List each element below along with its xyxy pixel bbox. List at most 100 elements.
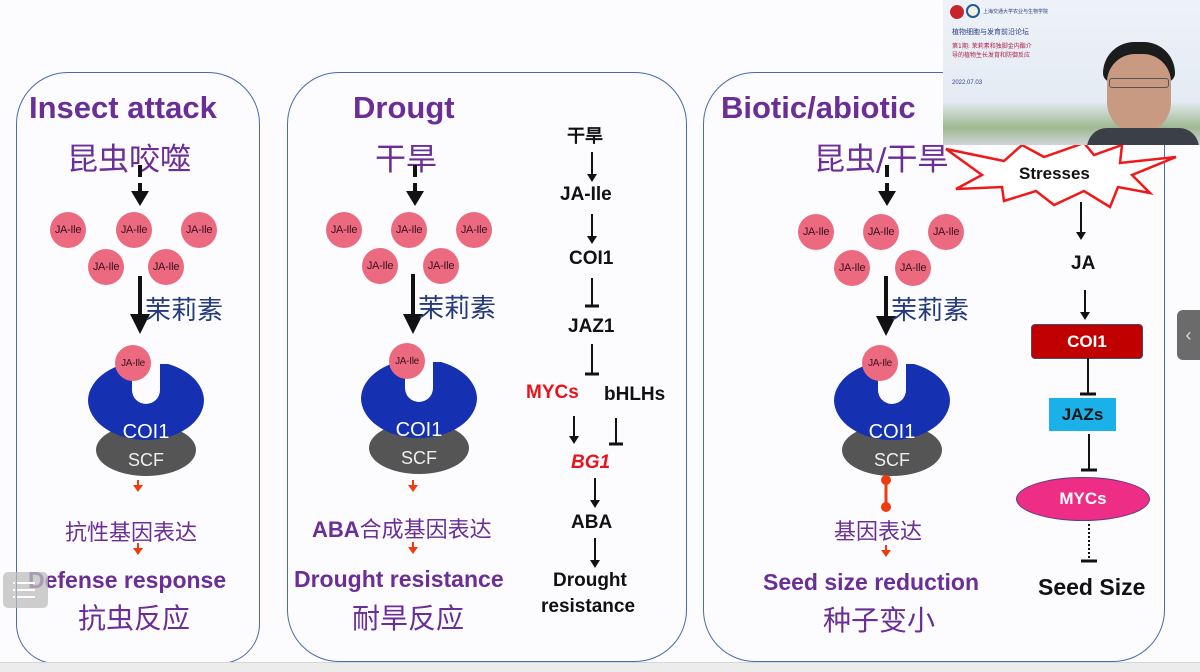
menu-line (17, 589, 35, 591)
menu-line (17, 596, 35, 598)
panel1-outcome-cn: 抗虫反应 (78, 602, 191, 635)
webcam-date: 2022.07.03 (952, 80, 983, 86)
pathway-arrow (1080, 290, 1090, 320)
aba-prefix: ABA (312, 517, 360, 542)
side-panel-toggle[interactable]: ‹ (1177, 310, 1200, 360)
panel1-jasmonate-label: 茉莉素 (145, 296, 224, 326)
webcam-forum-title: 植物细胞与发育前沿论坛 (952, 28, 1029, 36)
college-logo-icon (966, 4, 980, 18)
red-arrow-icon (408, 542, 418, 554)
ja-ile-molecule: JA-Ile (928, 214, 964, 250)
jazs-box-label: JAZs (1061, 404, 1104, 424)
panel-biotic-abiotic (703, 72, 1165, 662)
pathway-seed-size: Seed Size (1038, 574, 1146, 600)
panel3-title-en: Biotic/abiotic (721, 90, 916, 125)
panel-drought (287, 72, 687, 662)
mycs-ellipse-label: MYCs (1059, 489, 1107, 508)
panel2-outcome-cn: 耐旱反应 (352, 602, 465, 635)
pathway-ja: JA (1071, 253, 1096, 274)
red-arrow-icon (881, 545, 891, 557)
bound-ja-ile-molecule: JA-Ile (115, 345, 151, 381)
pathway-stresses: Stresses (1019, 164, 1090, 183)
panel3-outcome-cn: 种子变小 (823, 604, 936, 637)
presenter-face (1107, 54, 1171, 134)
pathway-ja-ile: JA-Ile (560, 184, 612, 205)
coi1-box: COI1 (1031, 324, 1143, 359)
panel1-title-en: Insect attack (29, 90, 217, 125)
webcam-overlay: 上海交通大学农业与生物学院 植物细胞与发育前沿论坛 第1期: 茉莉素和独脚金内酯… (943, 0, 1200, 145)
ja-ile-molecule: JA-Ile (391, 212, 427, 248)
scf-label: SCF (874, 450, 910, 470)
panel3-dashed-arrow (878, 165, 896, 206)
ja-ile-molecule: JA-Ile (88, 249, 124, 285)
panel2-gene-expression: ABA合成基因表达 (312, 512, 492, 544)
presenter-glasses (1109, 78, 1169, 88)
ja-ile-molecule: JA-Ile (362, 248, 398, 284)
menu-dot (13, 589, 15, 591)
pathway-coi1: COI1 (569, 248, 614, 269)
ja-ile-molecule: JA-Ile (798, 214, 834, 250)
panel2-down-arrow (403, 274, 423, 334)
ja-ile-molecule: JA-Ile (116, 212, 152, 248)
ja-ile-molecule: JA-Ile (456, 212, 492, 248)
ja-ile-molecule: JA-Ile (181, 212, 217, 248)
red-dumbbell-connector (881, 475, 891, 512)
stress-starburst-icon (945, 141, 1177, 209)
bound-ja-ile-molecule: JA-Ile (862, 345, 898, 381)
pathway-arrow (587, 214, 597, 244)
panel1-title-cn: 昆虫咬噬 (67, 142, 191, 178)
coi1-label: COI1 (869, 421, 916, 443)
pathway-jaz1: JAZ1 (568, 316, 615, 337)
ja-ile-molecule: JA-Ile (50, 212, 86, 248)
chevron-left-icon: ‹ (1185, 324, 1192, 345)
coi1-box-label: COI1 (1067, 331, 1107, 351)
webcam-school-name: 上海交通大学农业与生物学院 (983, 9, 1049, 15)
ja-ile-molecule: JA-Ile (834, 250, 870, 286)
jazs-box: JAZs (1049, 398, 1116, 431)
pathway-inhibit (585, 278, 599, 308)
pathway-inhibit (1080, 358, 1096, 396)
pathway-arrow (590, 538, 600, 568)
scf-label: SCF (128, 450, 164, 470)
ja-ile-molecule: JA-Ile (326, 212, 362, 248)
panel1-outcome-en: Defense response (28, 567, 227, 593)
panel2-jasmonate-label: 茉莉素 (418, 294, 497, 324)
pathway-arrow (569, 416, 579, 444)
pathway-result-line1: Drought (553, 570, 627, 591)
pathway-bg1: BG1 (571, 452, 611, 473)
panel2-title-en: Drougt (353, 90, 455, 125)
menu-list-button[interactable] (3, 572, 48, 608)
pathway-dotted-inhibit (1081, 524, 1097, 563)
menu-dot (13, 596, 15, 598)
panel2-dashed-arrow (406, 165, 424, 206)
presenter-shirt (1087, 128, 1199, 145)
panel1-coi1-scf-complex: COI1 SCF (88, 364, 204, 476)
panel2-outcome-en: Drought resistance (294, 566, 504, 592)
pathway-mycs: MYCs (526, 382, 579, 403)
pathway-aba: ABA (571, 512, 613, 533)
ja-ile-molecule: JA-Ile (423, 248, 459, 284)
menu-line (17, 582, 35, 584)
university-logo-icon (949, 4, 965, 20)
presenter-video (1087, 40, 1199, 145)
coi1-label: COI1 (123, 421, 170, 443)
panel3-outcome-en: Seed size reduction (763, 569, 980, 595)
mycs-ellipse: MYCs (1016, 477, 1150, 521)
pathway-inhibit (609, 418, 623, 446)
bottom-strip (0, 662, 1200, 672)
ja-ile-molecule: JA-Ile (895, 250, 931, 286)
pathway-inhibit (585, 344, 599, 376)
menu-list-icon (13, 582, 15, 584)
panel3-title-cn: 昆虫/干旱 (814, 142, 949, 178)
gene-expression-suffix: 合成基因表达 (359, 518, 492, 543)
panel3-down-arrow (876, 276, 896, 336)
panel2-title-cn: 干旱 (375, 142, 437, 178)
red-arrow-icon (133, 543, 143, 555)
panel1-down-arrow (130, 276, 150, 334)
panel2-coi1-scf-complex: COI1 SCF (361, 362, 477, 474)
pathway-arrow (1076, 202, 1086, 240)
bound-ja-ile-molecule: JA-Ile (389, 343, 425, 379)
pathway-inhibit (1081, 434, 1097, 472)
ja-ile-molecule: JA-Ile (148, 249, 184, 285)
pathway-drought-start: 干旱 (567, 126, 603, 147)
